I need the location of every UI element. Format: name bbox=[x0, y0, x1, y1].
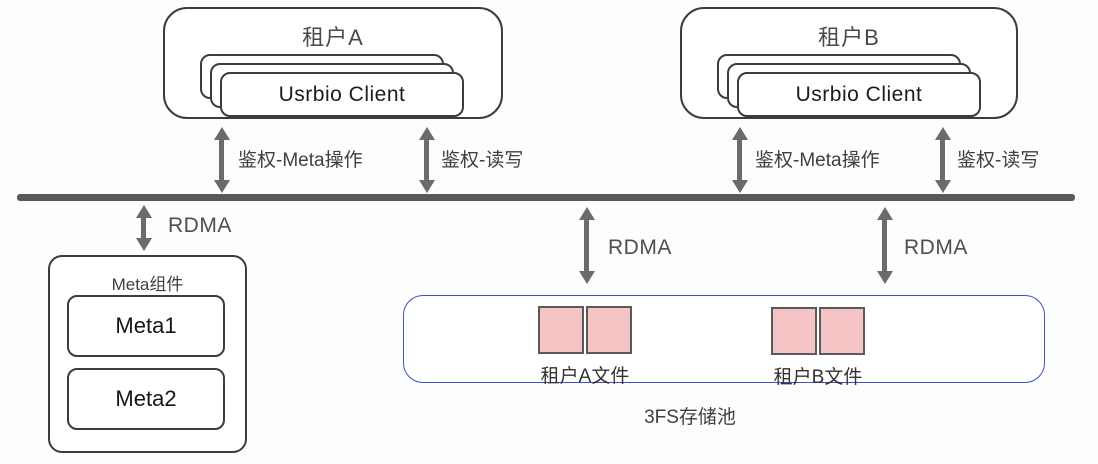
rdma-pool-b-label: RDMA bbox=[904, 236, 968, 259]
usrbio-client-label: Usrbio Client bbox=[795, 82, 923, 106]
tenant-a-title: 租户A bbox=[302, 25, 364, 50]
double-arrow-icon bbox=[882, 219, 887, 272]
file-block bbox=[771, 307, 817, 355]
auth-meta-a-label: 鉴权-Meta操作 bbox=[238, 150, 363, 171]
double-arrow-icon bbox=[584, 219, 589, 272]
usrbio-client-label: Usrbio Client bbox=[278, 82, 406, 106]
file-block bbox=[819, 307, 865, 355]
tenant-a-file-group: 租户A文件 bbox=[538, 306, 632, 388]
rdma-meta-label: RDMA bbox=[168, 214, 232, 237]
tenant-b-title: 租户B bbox=[818, 25, 880, 50]
meta-component-box: Meta组件 Meta1 Meta2 bbox=[48, 255, 247, 453]
double-arrow-icon bbox=[219, 139, 224, 181]
meta-node-2: Meta2 bbox=[67, 368, 225, 430]
tenant-b-file-label: 租户B文件 bbox=[773, 367, 863, 388]
storage-pool-box bbox=[403, 295, 1045, 383]
auth-meta-b-label: 鉴权-Meta操作 bbox=[755, 150, 880, 171]
auth-rw-a-label: 鉴权-读写 bbox=[441, 150, 524, 171]
auth-rw-b-label: 鉴权-读写 bbox=[957, 150, 1040, 171]
meta-node-1: Meta1 bbox=[67, 295, 225, 357]
tenant-a-box: 租户A Usrbio Client bbox=[163, 7, 503, 119]
rdma-pool-a-label: RDMA bbox=[608, 236, 672, 259]
usrbio-client-box: Usrbio Client bbox=[737, 72, 981, 117]
storage-pool-caption: 3FS存储池 bbox=[644, 407, 736, 428]
tenant-b-box: 租户B Usrbio Client bbox=[680, 7, 1018, 119]
tenant-b-file-group: 租户B文件 bbox=[771, 307, 865, 389]
double-arrow-icon bbox=[940, 139, 945, 181]
file-blocks bbox=[538, 306, 632, 354]
usrbio-client-box: Usrbio Client bbox=[220, 72, 464, 117]
double-arrow-icon bbox=[737, 139, 742, 181]
file-block bbox=[586, 306, 632, 354]
network-bus-line bbox=[17, 194, 1075, 201]
tenant-a-file-label: 租户A文件 bbox=[540, 366, 630, 387]
file-block bbox=[538, 306, 584, 354]
double-arrow-icon bbox=[141, 217, 146, 239]
meta-component-title: Meta组件 bbox=[111, 275, 184, 294]
double-arrow-icon bbox=[424, 139, 429, 181]
file-blocks bbox=[771, 307, 865, 355]
